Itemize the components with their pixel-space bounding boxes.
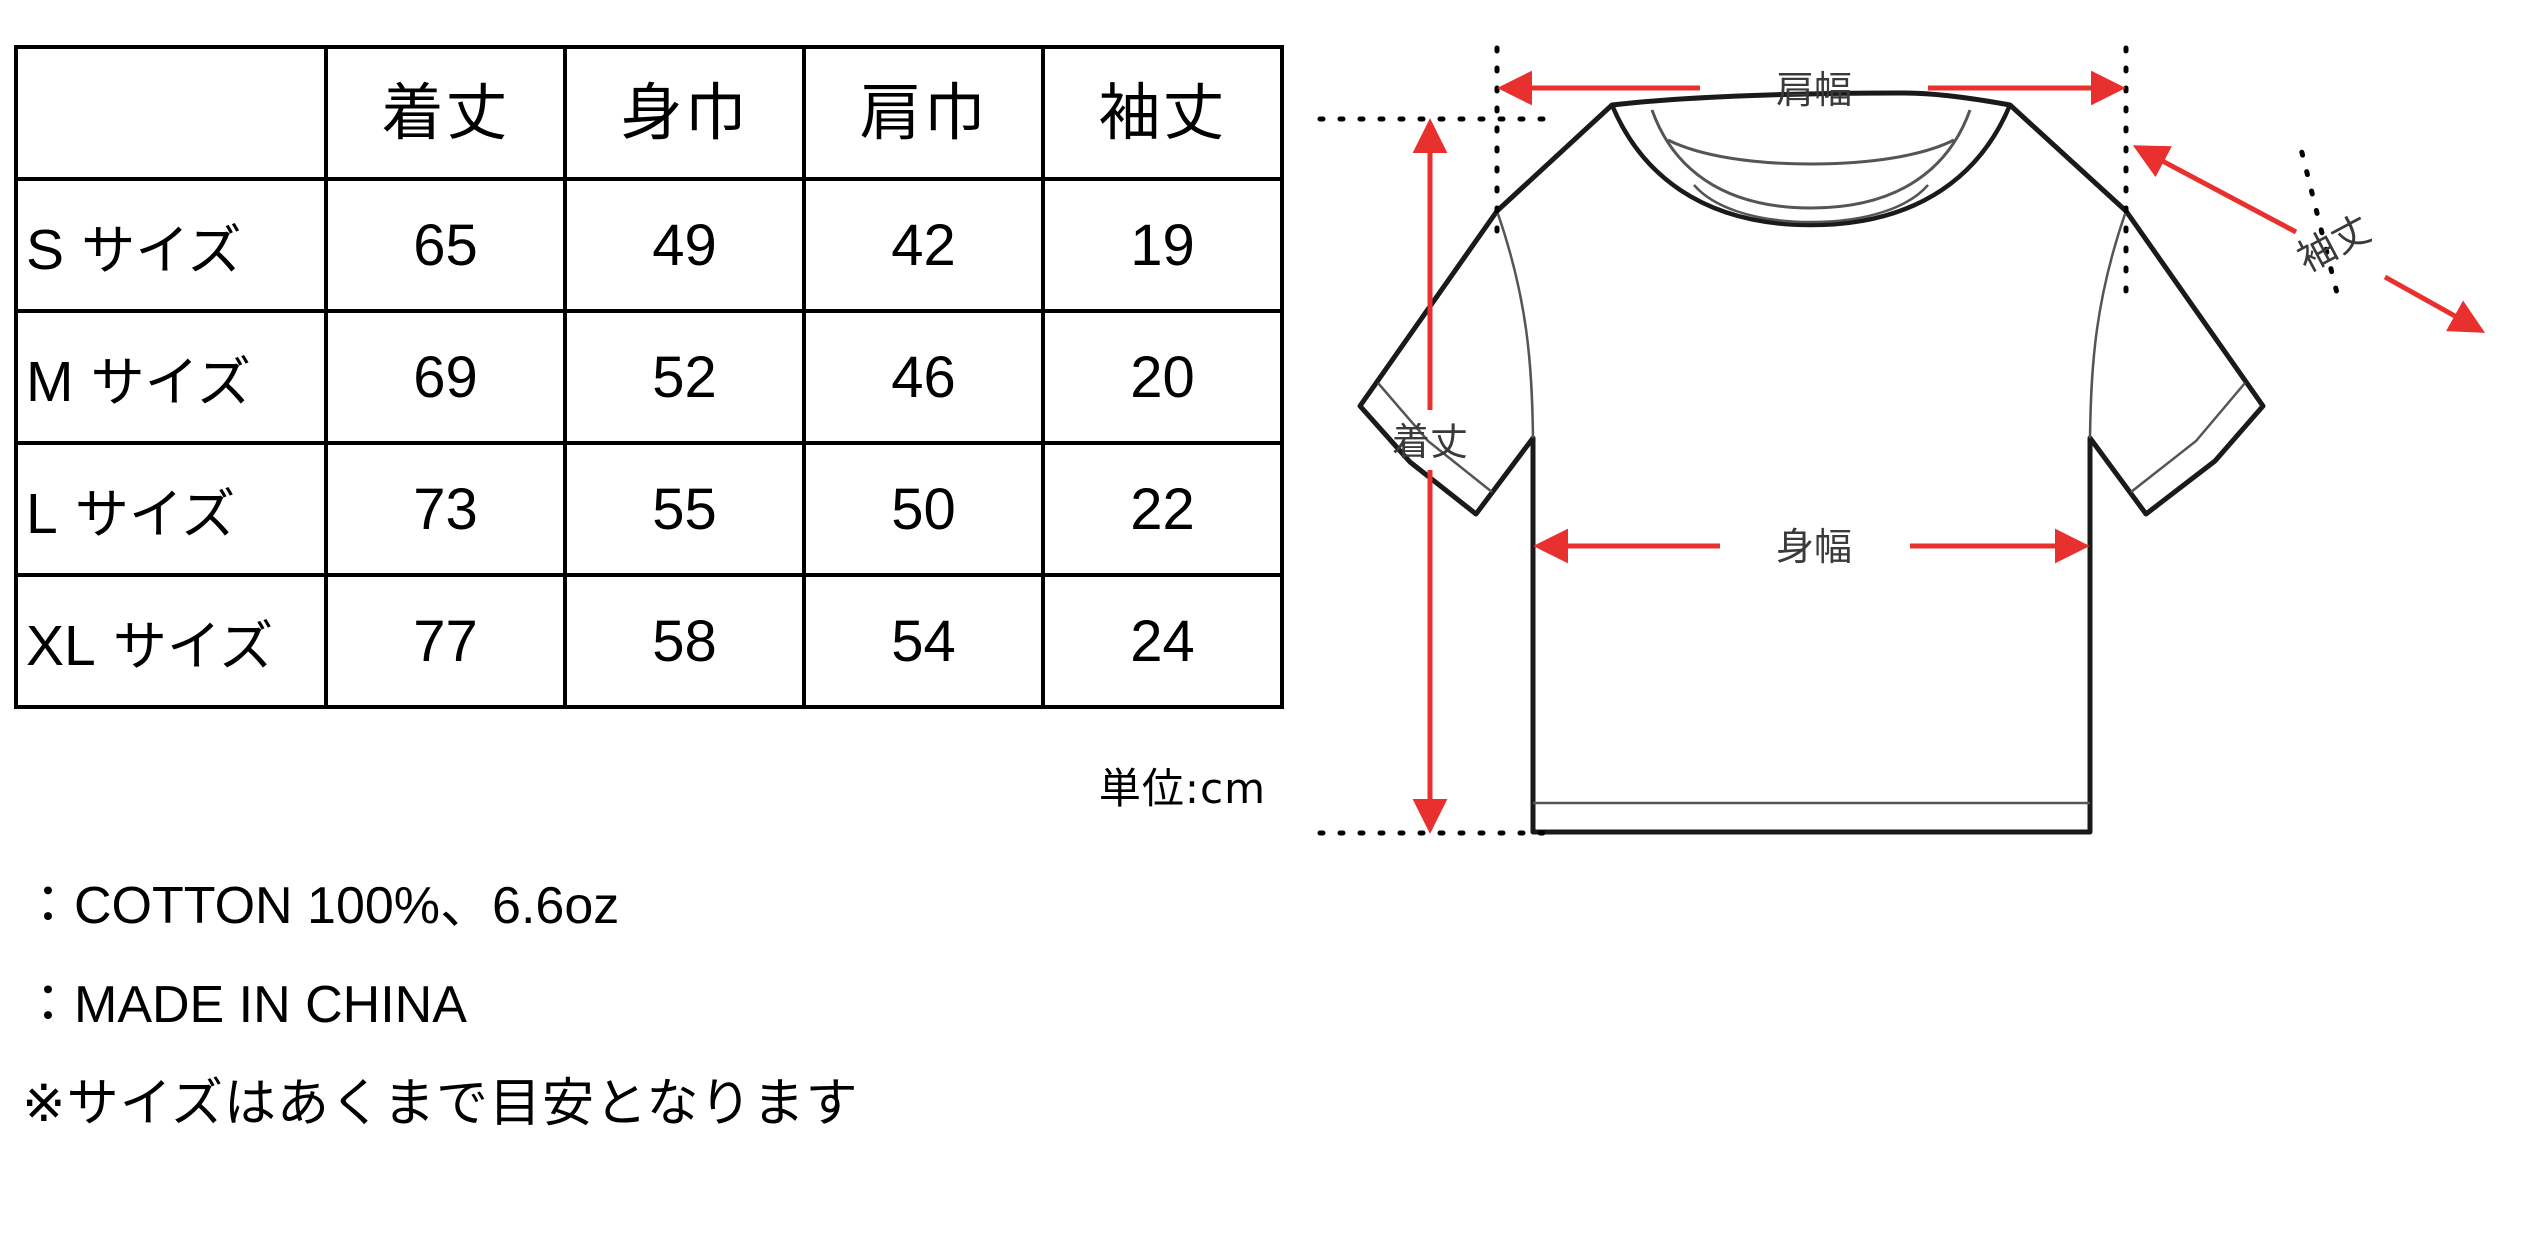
row-label-s: S サイズ	[14, 177, 328, 313]
cell-xl-shoulder-width: 54	[802, 573, 1045, 709]
label-body-length: 着丈	[1392, 420, 1468, 464]
column-header-shoulder-width: 肩巾	[802, 45, 1045, 181]
size-table: 着丈 身巾 肩巾 袖丈 S サイズ 65 49 42 19 M サイズ 69 5…	[14, 45, 1284, 709]
table-row: XL サイズ 77 58 54 24	[14, 573, 1284, 709]
unit-note: 単位:cm	[1098, 764, 1266, 813]
cell-m-body-width: 52	[563, 309, 806, 445]
cell-xl-body-width: 58	[563, 573, 806, 709]
column-header-sleeve-length: 袖丈	[1041, 45, 1284, 181]
note-origin: ：MADE IN CHINA	[22, 976, 467, 1034]
arrow-sleeve-length-upper	[2132, 145, 2298, 235]
table-row: S サイズ 65 49 42 19	[14, 177, 1284, 313]
guide-sleeve-end	[2299, 149, 2341, 301]
cell-xl-sleeve-length: 24	[1041, 573, 1284, 709]
cell-l-sleeve-length: 22	[1041, 441, 1284, 577]
cell-m-sleeve-length: 20	[1041, 309, 1284, 445]
table-row: M サイズ 69 52 46 20	[14, 309, 1284, 445]
armhole-seam-right	[2088, 210, 2128, 439]
armhole-seam-left	[1495, 210, 1535, 439]
column-header-body-length: 着丈	[324, 45, 567, 181]
cell-l-shoulder-width: 50	[802, 441, 1045, 577]
row-size-suffix-l: サイズ	[57, 482, 236, 546]
row-size-suffix-s: サイズ	[64, 218, 242, 282]
dimension-arrows	[1412, 70, 2486, 834]
row-size-code-s: S	[26, 217, 65, 282]
collar-outer	[1609, 104, 2013, 228]
cell-l-body-length: 73	[324, 441, 567, 577]
notes-block: ：COTTON 100%、6.6oz ：MADE IN CHINA ※サイズはあ…	[22, 880, 1262, 1130]
note-material: ：COTTON 100%、6.6oz	[22, 877, 620, 935]
tshirt-outline	[1357, 90, 2266, 835]
diagram-svg: 肩幅 袖丈 着丈 身幅	[1317, 45, 2486, 836]
collar-rib-inner-2	[1667, 138, 1955, 166]
label-sleeve-length: 袖丈	[2290, 206, 2378, 281]
row-size-code-m: M	[26, 349, 74, 414]
label-shoulder-width: 肩幅	[1776, 68, 1852, 112]
column-header-body-width: 身巾	[563, 45, 806, 181]
table-corner-cell	[14, 45, 328, 181]
row-size-suffix-xl: サイズ	[95, 614, 274, 678]
table-header-row: 着丈 身巾 肩巾 袖丈	[14, 45, 1284, 181]
guide-lines	[1317, 45, 2341, 836]
sleeve-hem-right	[2130, 382, 2246, 493]
row-label-m: M サイズ	[14, 309, 328, 445]
cell-m-shoulder-width: 46	[802, 309, 1045, 445]
row-size-code-l: L	[26, 481, 58, 546]
cell-m-body-length: 69	[324, 309, 567, 445]
row-size-suffix-m: サイズ	[73, 350, 252, 414]
row-size-code-xl: XL	[26, 613, 96, 678]
table-row: L サイズ 73 55 50 22	[14, 441, 1284, 577]
sleeve-hem-left	[1377, 382, 1493, 493]
row-label-l: L サイズ	[14, 441, 328, 577]
label-body-width: 身幅	[1776, 525, 1852, 569]
cell-s-shoulder-width: 42	[802, 177, 1045, 313]
cell-l-body-width: 55	[563, 441, 806, 577]
collar-rib-inner-3	[1693, 184, 1929, 224]
collar-rib-inner-1	[1650, 109, 1972, 210]
cell-s-body-width: 49	[563, 177, 806, 313]
row-label-xl: XL サイズ	[14, 573, 328, 709]
cell-s-body-length: 65	[324, 177, 567, 313]
tshirt-measurement-diagram: 肩幅 袖丈 着丈 身幅	[1300, 0, 2532, 1254]
tshirt-illustration	[1357, 90, 2266, 835]
cell-s-sleeve-length: 19	[1041, 177, 1284, 313]
cell-xl-body-length: 77	[324, 573, 567, 709]
arrow-sleeve-length-lower	[2383, 274, 2486, 333]
size-chart-panel: 着丈 身巾 肩巾 袖丈 S サイズ 65 49 42 19 M サイズ 69 5…	[14, 45, 1284, 1130]
note-disclaimer: ※サイズはあくまで目安となります	[22, 1074, 859, 1134]
